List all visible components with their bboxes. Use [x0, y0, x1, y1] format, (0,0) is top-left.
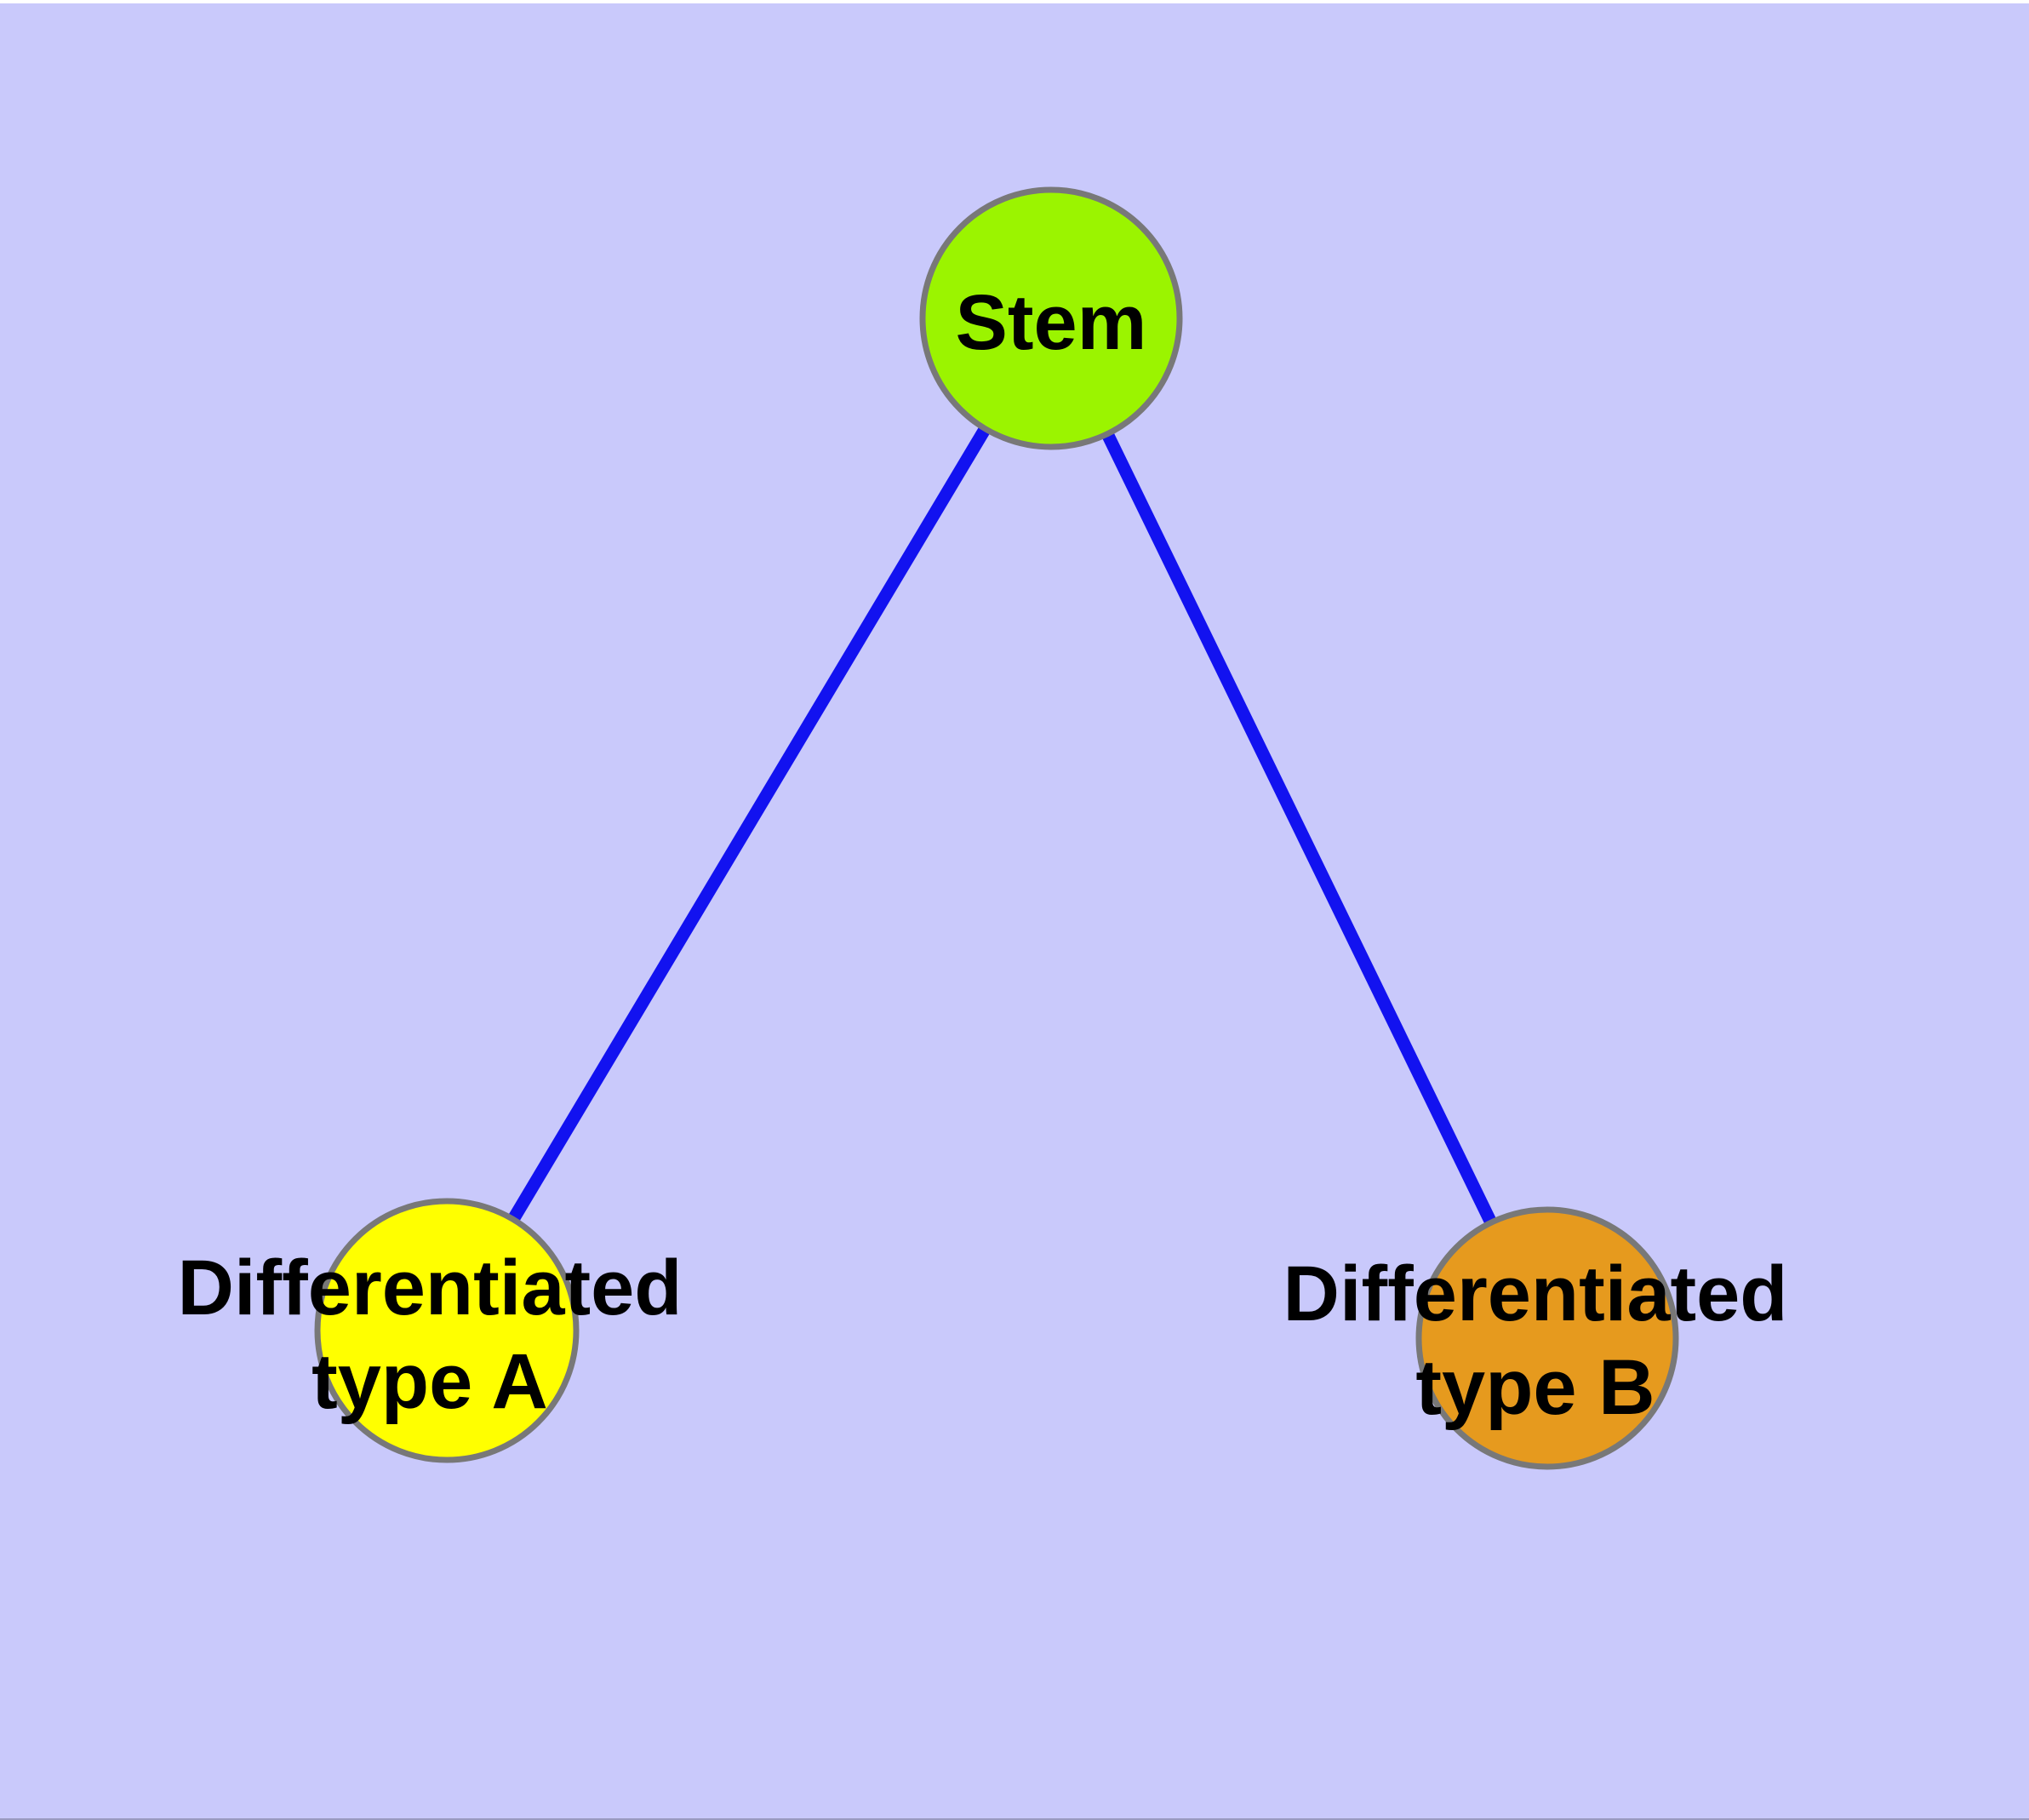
node-stem-circle: [919, 186, 1183, 450]
node-diff-b-label-line-2: type B: [1415, 1344, 1655, 1431]
node-diff-a-label-line-1: Differentiated: [178, 1245, 683, 1331]
bottom-border-line: [0, 1818, 2029, 1820]
edges-layer: [441, 315, 1553, 1342]
edge-stem-to-diff-a: [441, 315, 1057, 1334]
nodes-layer: [314, 186, 1679, 1470]
node-stem-label: Stem: [956, 279, 1147, 366]
node-diff-a-circle: [314, 1198, 580, 1463]
node-diff-b-label-line-1: Differentiated: [1283, 1251, 1788, 1337]
node-diff-b-circle: [1415, 1206, 1679, 1470]
edge-stem-to-diff-b: [1045, 315, 1553, 1342]
node-diff-a-label-line-2: type A: [311, 1338, 548, 1425]
node-stem-label-line-1: Stem: [956, 279, 1147, 366]
